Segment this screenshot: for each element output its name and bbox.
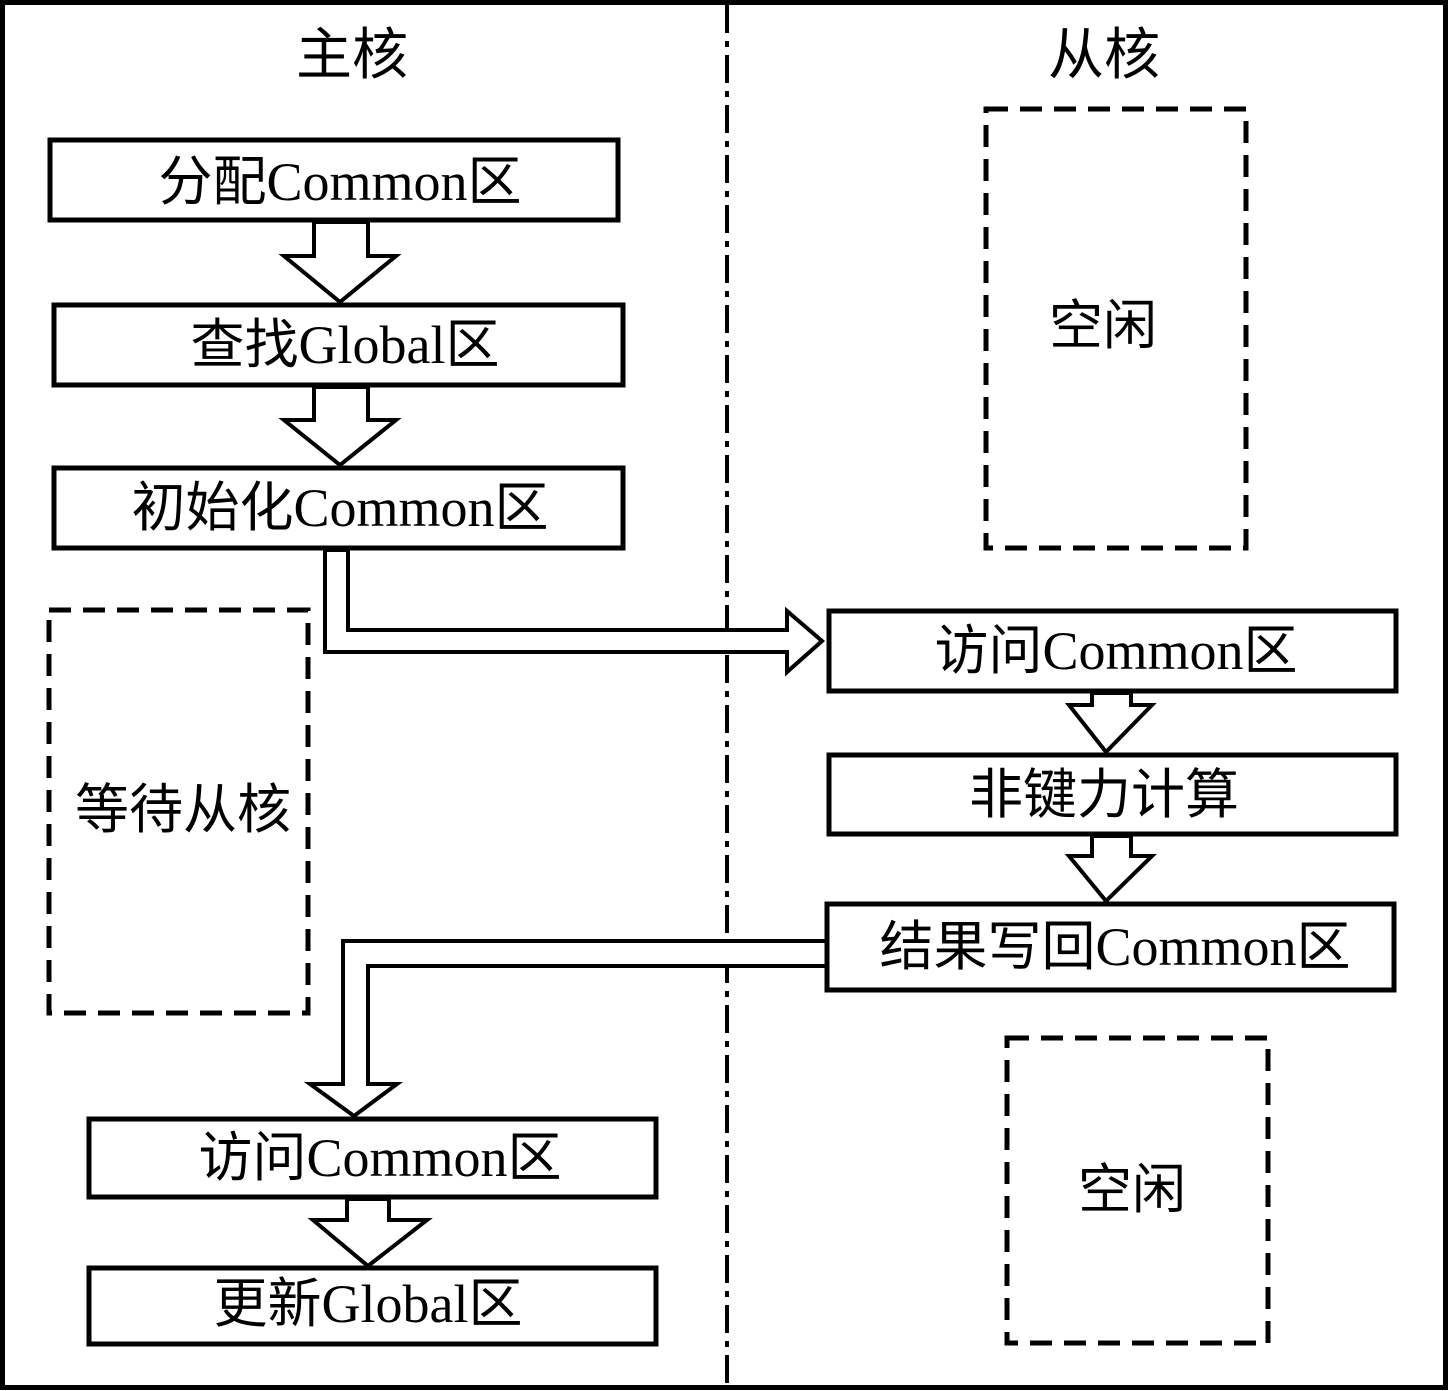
step-box-init-common: 初始化Common区	[51, 465, 626, 551]
arrow-alloc-to-find	[278, 220, 402, 305]
arrow-access-to-update	[307, 1197, 433, 1269]
idle-box-top: 空闲	[983, 106, 1249, 551]
step-box-main-access-common: 访问Common区	[86, 1116, 659, 1200]
svg-text:更新Global区: 更新Global区	[214, 1274, 523, 1334]
arrow-init-to-slave-access	[323, 548, 826, 677]
svg-text:访问Common区: 访问Common区	[198, 1128, 561, 1188]
svg-text:结果写回Common区: 结果写回Common区	[879, 917, 1350, 977]
step-box-writeback-common: 结果写回Common区	[824, 901, 1397, 993]
step-box-find-global: 查找Global区	[51, 302, 626, 388]
arrow-writeback-to-main-access	[303, 939, 830, 1119]
svg-text:访问Common区: 访问Common区	[934, 621, 1297, 681]
arrow-slave-access-to-compute	[1064, 691, 1157, 756]
step-box-slave-access-common: 访问Common区	[826, 608, 1399, 694]
step-box-alloc-common: 分配Common区	[47, 137, 621, 223]
wait-slave-box: 等待从核	[46, 607, 311, 1016]
arrow-compute-to-writeback	[1064, 834, 1157, 904]
svg-text:分配Common区: 分配Common区	[158, 152, 521, 212]
svg-text:查找Global区: 查找Global区	[191, 315, 500, 375]
svg-text:空闲: 空闲	[1078, 1160, 1186, 1220]
idle-box-bottom: 空闲	[1004, 1035, 1271, 1346]
svg-text:非键力计算: 非键力计算	[969, 765, 1239, 825]
svg-text:空闲: 空闲	[1049, 296, 1157, 356]
step-box-nonbond-compute: 非键力计算	[826, 752, 1399, 837]
arrow-find-to-init	[278, 385, 402, 468]
svg-text:初始化Common区: 初始化Common区	[131, 478, 548, 538]
lane-title-slave-core: 从核	[1048, 25, 1160, 87]
svg-text:等待从核: 等待从核	[75, 780, 291, 840]
lane-title-main-core: 主核	[296, 25, 408, 87]
step-box-update-global: 更新Global区	[86, 1265, 659, 1347]
